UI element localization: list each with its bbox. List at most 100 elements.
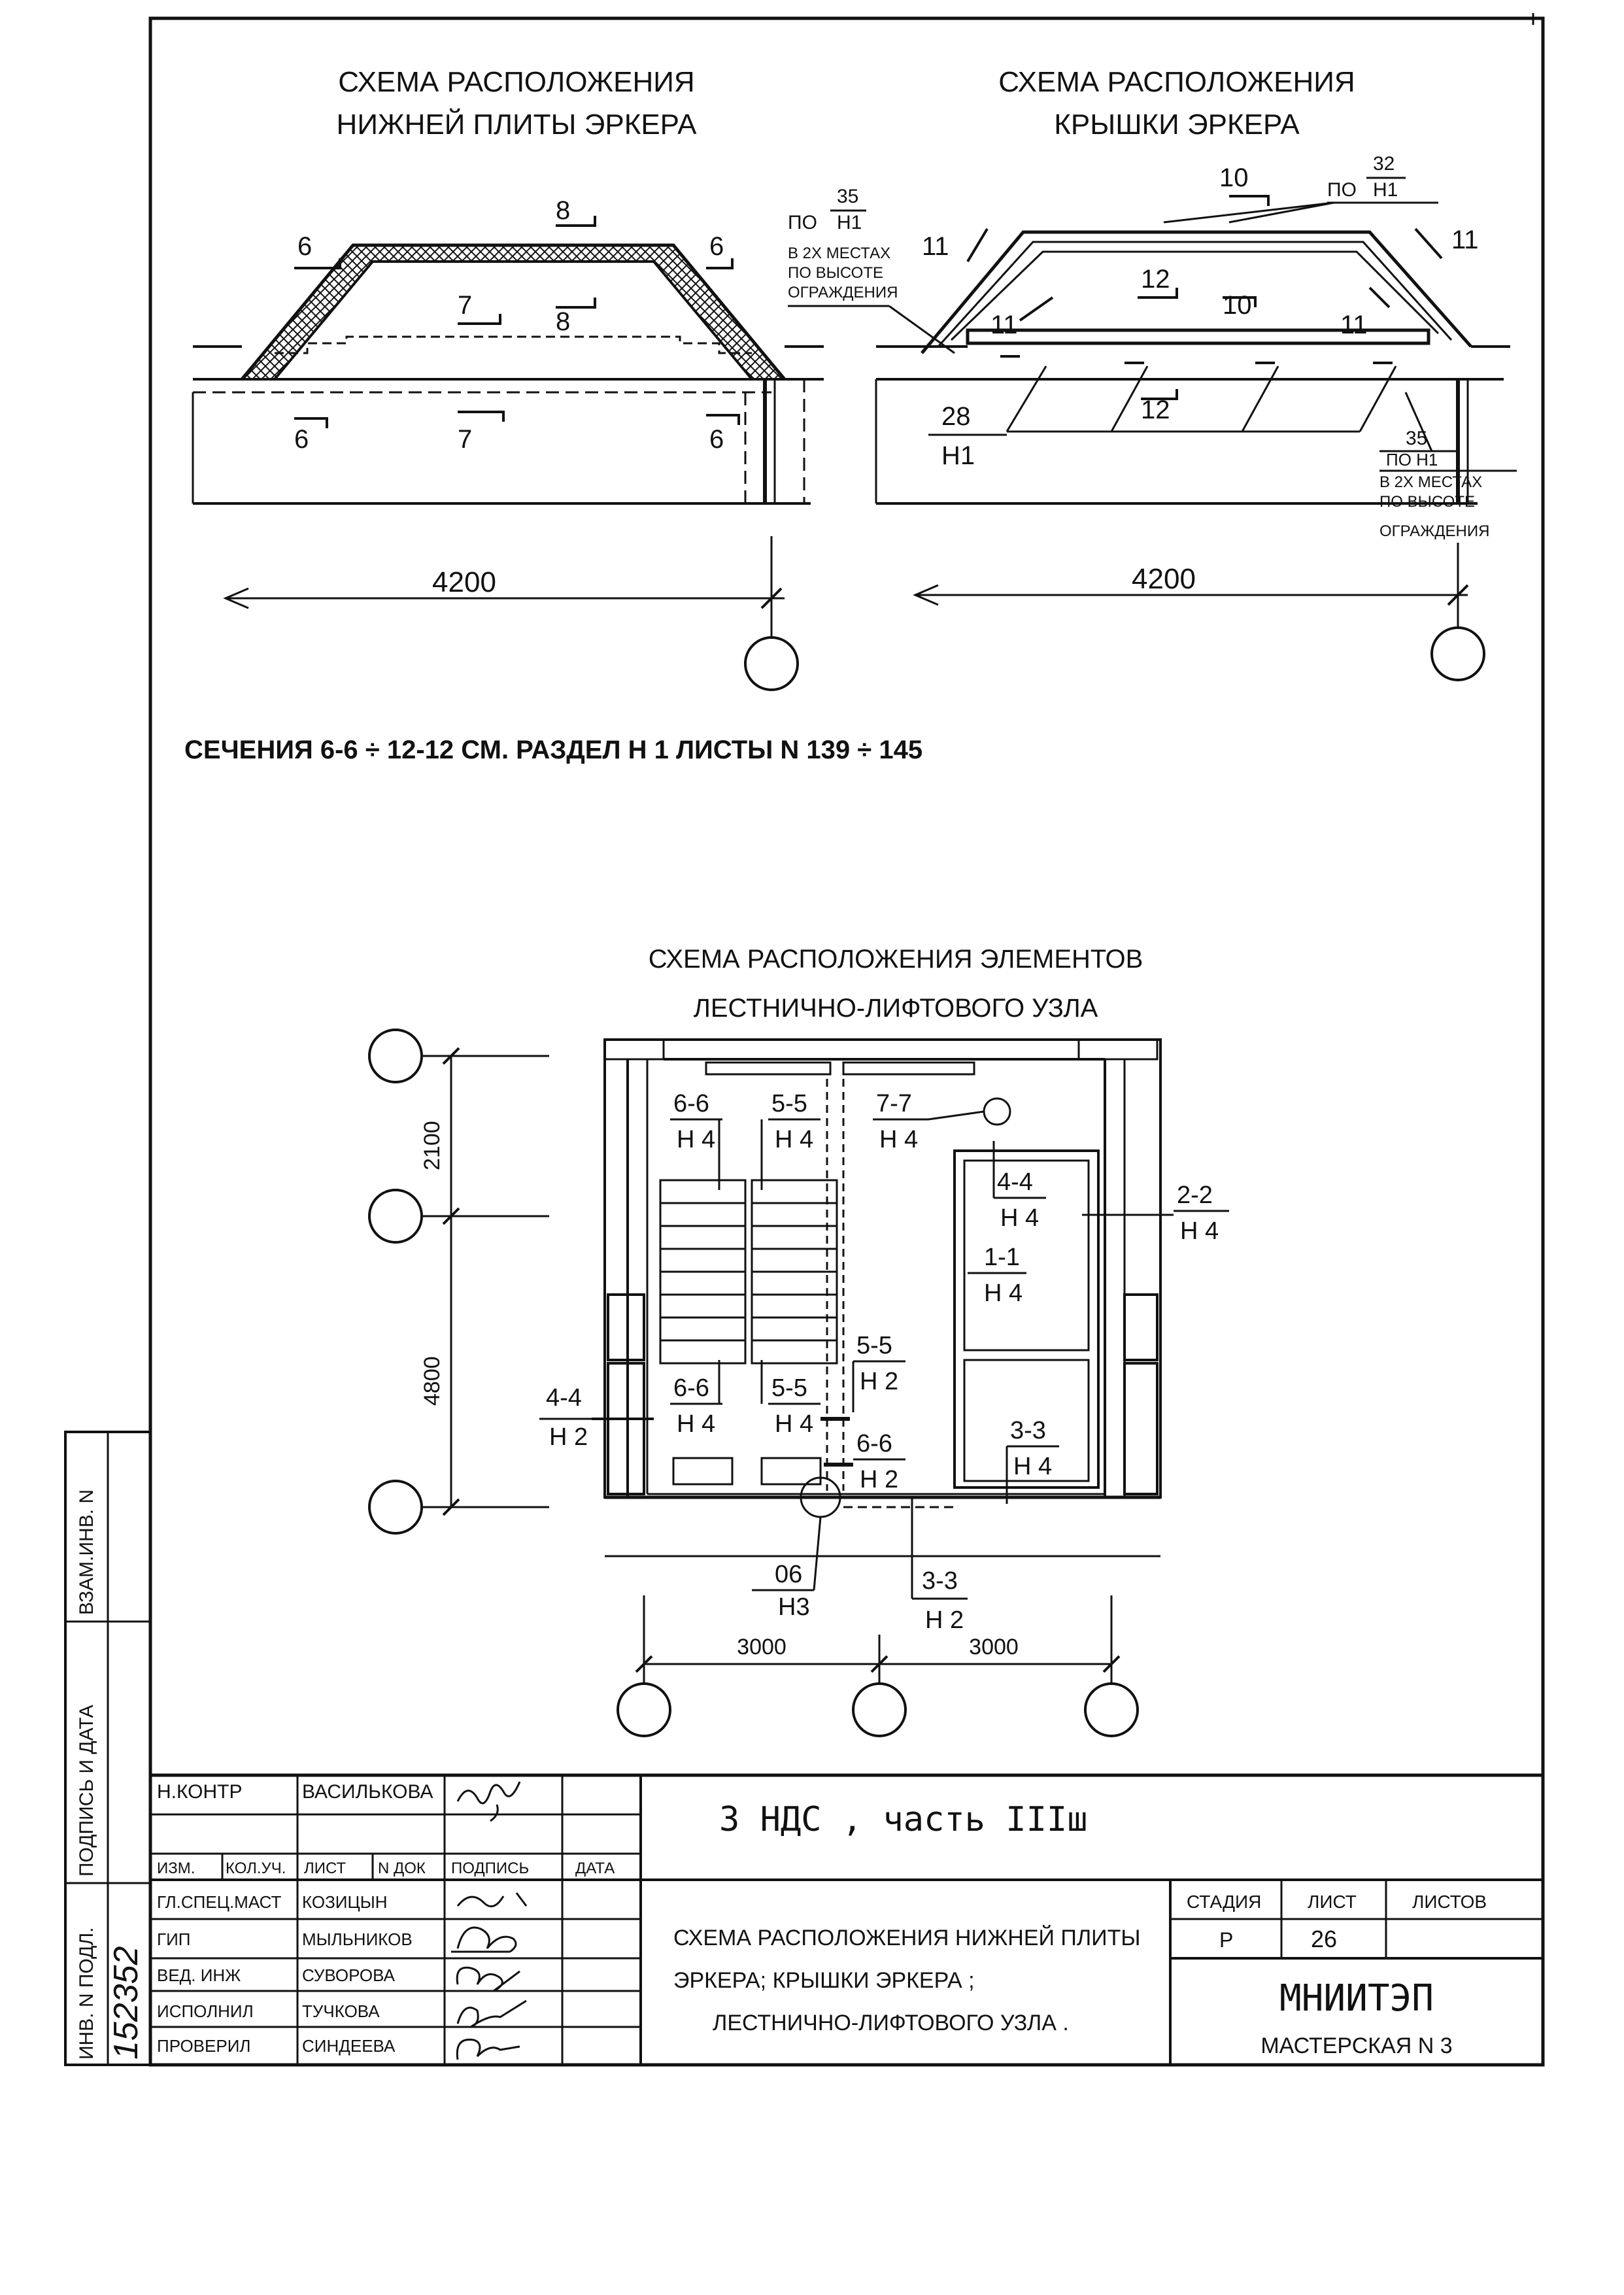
role-2: ВЕД. ИНЖ xyxy=(157,1965,241,1985)
stair-label-2: 7-7 Н 4 xyxy=(873,1090,985,1153)
mark-10b: 10 xyxy=(1223,291,1252,320)
mark-6d: 6 xyxy=(709,425,724,454)
stamp-inv-value: 152352 xyxy=(107,1946,145,2060)
mark-12b: 12 xyxy=(1141,396,1170,424)
stair-label-9: 4-4 Н 2 xyxy=(539,1384,654,1451)
role-1: ГИП xyxy=(157,1930,190,1949)
svg-text:4-4: 4-4 xyxy=(997,1168,1033,1196)
ref-left-note-1: В 2Х МЕСТАХ xyxy=(788,245,890,262)
svg-text:Н 2: Н 2 xyxy=(860,1466,898,1493)
svg-text:4-4: 4-4 xyxy=(546,1384,582,1412)
name-1: МЫЛЬНИКОВ xyxy=(302,1930,413,1949)
svg-text:6-6: 6-6 xyxy=(856,1430,892,1457)
ref-top-po: ПО xyxy=(1327,179,1357,201)
ref-bottom-num: 28 xyxy=(941,402,971,431)
svg-text:Н3: Н3 xyxy=(778,1593,810,1621)
svg-text:3-3: 3-3 xyxy=(1010,1417,1046,1444)
bay-slab-title-1: СХЕМА РАСПОЛОЖЕНИЯ xyxy=(338,66,694,98)
hdr-izm: ИЗМ. xyxy=(157,1860,195,1877)
svg-text:7-7: 7-7 xyxy=(876,1090,912,1117)
role-3: ИСПОЛНИЛ xyxy=(157,2001,254,2021)
workshop: МАСТЕРСКАЯ N 3 xyxy=(1260,2033,1452,2058)
svg-text:2-2: 2-2 xyxy=(1177,1182,1213,1209)
mark-7a: 7 xyxy=(458,291,472,320)
svg-text:Н 4: Н 4 xyxy=(879,1126,918,1153)
stamp-inv: ИНВ. N ПОДЛ. xyxy=(76,1928,97,2060)
sheet-value: 26 xyxy=(1311,1926,1337,1952)
name-2: СУВОРОВА xyxy=(302,1965,396,1985)
ref-right-note-3: ОГРАЖДЕНИЯ xyxy=(1379,522,1489,540)
ref-left-po: ПО xyxy=(788,212,817,233)
ref-left-den: Н1 xyxy=(837,212,862,233)
hdr-list: ЛИСТ xyxy=(304,1860,347,1877)
stair-label-1: 5-5 Н 4 xyxy=(760,1090,820,1190)
sheet-title-1: СХЕМА РАСПОЛОЖЕНИЯ НИЖНЕЙ ПЛИТЫ xyxy=(673,1926,1140,1950)
sheet-title-2: ЭРКЕРА; КРЫШКИ ЭРКЕРА ; xyxy=(673,1968,975,1993)
stair-label-13: 3-3 Н 2 xyxy=(911,1497,968,1634)
mark-12a: 12 xyxy=(1141,265,1170,294)
stamp-vzam: ВЗАМ.ИНВ. N xyxy=(76,1489,97,1615)
mark-6b: 6 xyxy=(709,232,724,261)
bay-cover-dim: 4200 xyxy=(1132,563,1196,595)
hdr-data: ДАТА xyxy=(575,1860,615,1877)
svg-text:5-5: 5-5 xyxy=(856,1332,892,1359)
svg-text:Н 4: Н 4 xyxy=(1000,1204,1039,1232)
dim-3000-left: 3000 xyxy=(737,1635,787,1659)
mark-8a: 8 xyxy=(556,196,570,225)
mark-6c: 6 xyxy=(294,425,309,454)
stair-label-8: 5-5 Н 4 xyxy=(760,1360,850,1438)
svg-text:Н 2: Н 2 xyxy=(860,1368,898,1395)
hdr-podp: ПОДПИСЬ xyxy=(451,1860,529,1877)
stair-lift-plan: СХЕМА РАСПОЛОЖЕНИЯ ЭЛЕМЕНТОВ ЛЕСТНИЧНО-Л… xyxy=(368,945,1229,1737)
bay-cover-plan: СХЕМА РАСПОЛОЖЕНИЯ КРЫШКИ ЭРКЕРА xyxy=(788,66,1517,681)
ref-top-num: 32 xyxy=(1373,153,1395,175)
stair-title-2: ЛЕСТНИЧНО-ЛИФТОВОГО УЗЛА xyxy=(694,994,1098,1023)
svg-text:Н 4: Н 4 xyxy=(677,1126,715,1153)
svg-text:06: 06 xyxy=(775,1561,802,1588)
sheet-title-3: ЛЕСТНИЧНО-ЛИФТОВОГО УЗЛА . xyxy=(713,2011,1069,2035)
ref-left-note-2: ПО ВЫСОТЕ xyxy=(788,264,883,282)
ref-left-note-3: ОГРАЖДЕНИЯ xyxy=(788,284,898,301)
title-block: Н.КОНТР ВАСИЛЬКОВА ИЗМ. КОЛ.УЧ. ЛИСТ N Д… xyxy=(148,1773,1545,2067)
bay-slab-title-2: НИЖНЕЙ ПЛИТЫ ЭРКЕРА xyxy=(337,107,698,141)
stair-title-1: СХЕМА РАСПОЛОЖЕНИЯ ЭЛЕМЕНТОВ xyxy=(649,945,1143,974)
name-0: КОЗИЦЫН xyxy=(302,1892,388,1912)
svg-text:Н 4: Н 4 xyxy=(984,1280,1023,1307)
side-stamp: ВЗАМ.ИНВ. N ПОДПИСЬ И ДАТА ИНВ. N ПОДЛ. … xyxy=(64,1431,152,2066)
dim-4800: 4800 xyxy=(420,1356,445,1406)
mark-11b: 11 xyxy=(1451,226,1479,254)
hdr-ndok: N ДОК xyxy=(378,1860,426,1877)
stage-value: Р xyxy=(1219,1928,1233,1952)
dim-3000-right: 3000 xyxy=(969,1635,1019,1659)
role-0: ГЛ.СПЕЦ.МАСТ xyxy=(157,1892,282,1912)
svg-text:Н 4: Н 4 xyxy=(775,1410,813,1438)
mark-11a: 11 xyxy=(922,232,949,261)
ref-right-num: 35 xyxy=(1406,428,1427,449)
name-3: ТУЧКОВА xyxy=(302,2001,380,2021)
sheet-label: ЛИСТ xyxy=(1308,1892,1357,1912)
sheets-label: ЛИСТОВ xyxy=(1412,1892,1487,1912)
hdr-kol: КОЛ.УЧ. xyxy=(226,1860,286,1877)
stage-label: СТАДИЯ xyxy=(1187,1892,1261,1912)
stair-label-11: 6-6 Н 2 xyxy=(824,1430,905,1493)
svg-text:Н 2: Н 2 xyxy=(549,1423,588,1451)
svg-text:5-5: 5-5 xyxy=(771,1090,807,1117)
mark-7b: 7 xyxy=(458,425,472,454)
sections-note: СЕЧЕНИЯ 6-6 ÷ 12-12 СМ. РАЗДЕЛ Н 1 ЛИСТЫ… xyxy=(184,736,922,764)
stair-label-7: 6-6 Н 4 xyxy=(670,1360,722,1438)
role-4: ПРОВЕРИЛ xyxy=(157,2036,250,2056)
svg-text:Н 2: Н 2 xyxy=(925,1606,964,1634)
stair-label-6: 5-5 Н 2 xyxy=(852,1332,905,1412)
svg-text:5-5: 5-5 xyxy=(771,1374,807,1402)
svg-text:1-1: 1-1 xyxy=(984,1244,1020,1271)
ref-right-po: ПО Н1 xyxy=(1386,450,1438,469)
stair-label-3: 4-4 Н 4 xyxy=(992,1141,1046,1232)
stair-label-4: 2-2 Н 4 xyxy=(1082,1182,1229,1245)
project: 3 НДС , часть IIIш xyxy=(719,1800,1088,1839)
svg-text:6-6: 6-6 xyxy=(673,1090,709,1117)
ref-right-note-2: ПО ВЫСОТЕ xyxy=(1379,493,1475,511)
svg-text:Н 4: Н 4 xyxy=(677,1410,715,1438)
svg-text:Н 4: Н 4 xyxy=(1013,1453,1052,1480)
bay-cover-title-2: КРЫШКИ ЭРКЕРА xyxy=(1054,109,1300,141)
